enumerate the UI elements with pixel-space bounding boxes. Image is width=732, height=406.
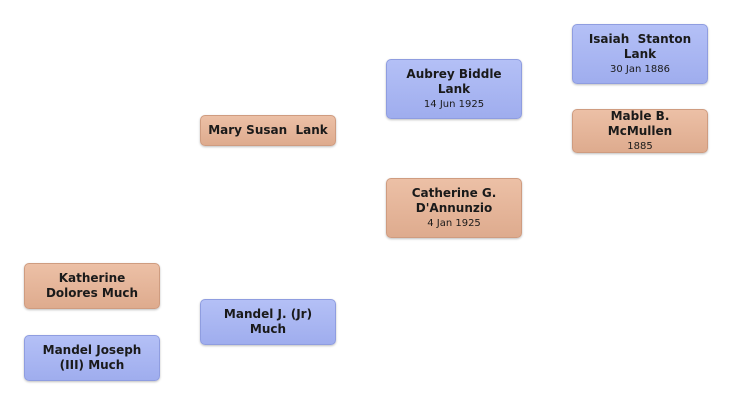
person-name: Mable B. McMullen bbox=[607, 109, 678, 138]
person-box-mary-lank[interactable]: Mary Susan Lank bbox=[200, 115, 336, 146]
person-name: Mary Susan Lank bbox=[208, 123, 328, 137]
person-box-isaiah-lank[interactable]: Isaiah Stanton Lank 30 Jan 1886 bbox=[572, 24, 708, 84]
person-date: 1885 bbox=[627, 141, 653, 152]
person-box-mandel-jr-much[interactable]: Mandel J. (Jr) Much bbox=[200, 299, 336, 345]
person-box-aubrey-lank[interactable]: Aubrey Biddle Lank 14 Jun 1925 bbox=[386, 59, 522, 119]
person-box-katherine-much[interactable]: Katherine Dolores Much bbox=[24, 263, 160, 309]
person-name: Aubrey Biddle Lank bbox=[406, 67, 506, 96]
person-date: 30 Jan 1886 bbox=[610, 64, 670, 75]
person-date: 4 Jan 1925 bbox=[427, 218, 481, 229]
person-box-catherine-dannunzio[interactable]: Catherine G. D'Annunzio 4 Jan 1925 bbox=[386, 178, 522, 238]
person-name: Katherine Dolores Much bbox=[45, 271, 139, 300]
person-box-mable-mcmullen[interactable]: Mable B. McMullen 1885 bbox=[572, 109, 708, 153]
person-name: Mandel J. (Jr) Much bbox=[223, 307, 317, 336]
person-name: Isaiah Stanton Lank bbox=[588, 32, 696, 61]
person-date: 14 Jun 1925 bbox=[423, 99, 485, 110]
person-name: Mandel Joseph (III) Much bbox=[42, 343, 146, 372]
person-box-mandel-iii-much[interactable]: Mandel Joseph (III) Much bbox=[24, 335, 160, 381]
person-name: Catherine G. D'Annunzio bbox=[411, 186, 501, 215]
